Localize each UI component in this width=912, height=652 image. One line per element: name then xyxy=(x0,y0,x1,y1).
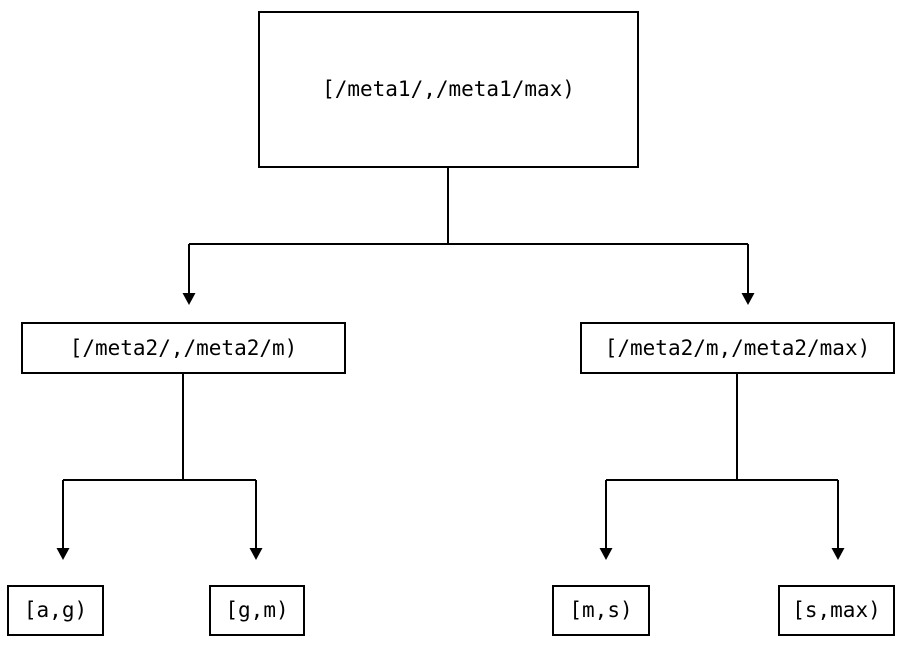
arrowhead-mid-right-to-leaf-ms-icon xyxy=(599,548,613,560)
node-mid-left-label: [/meta2/,/meta2/m) xyxy=(69,335,298,360)
edge-mid-left-to-leaves xyxy=(61,374,258,548)
node-leaf-gm[interactable]: [g,m) xyxy=(209,585,305,636)
arrowhead-root-to-mid-left-icon xyxy=(182,293,196,305)
arrowhead-mid-left-to-leaf-gm-icon xyxy=(249,548,263,560)
node-leaf-ag[interactable]: [a,g) xyxy=(7,585,104,636)
node-root[interactable]: [/meta1/,/meta1/max) xyxy=(258,11,639,168)
arrowhead-mid-left-to-leaf-ag-icon xyxy=(56,548,70,560)
node-mid-right-label: [/meta2/m,/meta2/max) xyxy=(604,335,871,360)
node-leaf-ms[interactable]: [m,s) xyxy=(552,585,650,636)
node-leaf-smax-label: [s,max) xyxy=(792,598,881,622)
edge-root-to-mid-level xyxy=(187,168,750,293)
node-leaf-ag-label: [a,g) xyxy=(23,598,88,622)
node-mid-left[interactable]: [/meta2/,/meta2/m) xyxy=(21,322,346,374)
node-mid-right[interactable]: [/meta2/m,/meta2/max) xyxy=(580,322,895,374)
node-leaf-ms-label: [m,s) xyxy=(569,598,633,622)
node-leaf-gm-label: [g,m) xyxy=(225,598,289,622)
node-leaf-smax[interactable]: [s,max) xyxy=(778,585,895,636)
arrowhead-root-to-mid-right-icon xyxy=(741,293,755,305)
arrowhead-mid-right-to-leaf-smax-icon xyxy=(831,548,845,560)
node-root-label: [/meta1/,/meta1/max) xyxy=(322,77,575,101)
edge-mid-right-to-leaves xyxy=(604,374,840,548)
